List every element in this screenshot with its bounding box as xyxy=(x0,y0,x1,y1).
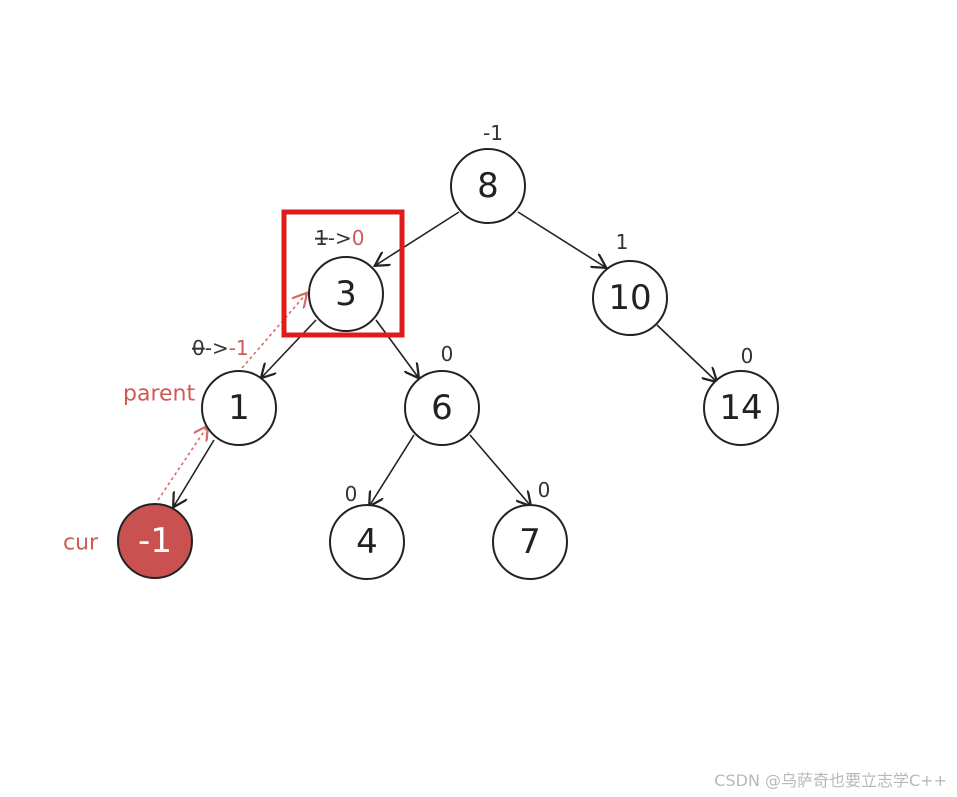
node-1: 1 xyxy=(201,370,277,446)
dashed-parent-to-grandparent xyxy=(241,294,306,369)
bf-8: -1 xyxy=(483,121,503,145)
node-14: 14 xyxy=(703,370,779,446)
node-3: 3 xyxy=(308,256,384,332)
edge-8-3 xyxy=(376,211,460,265)
edge-6-7 xyxy=(469,434,530,505)
bf-1-old: 0 xyxy=(192,336,205,360)
svg-text:0->-1: 0->-1 xyxy=(192,336,249,360)
edge-1-m1 xyxy=(174,439,215,506)
node-6: 6 xyxy=(404,370,480,446)
highlight-box xyxy=(281,209,405,338)
node-label: 1 xyxy=(228,388,250,428)
parent-label: parent xyxy=(123,382,195,407)
bf-1: 0->-1 xyxy=(192,336,249,360)
node-label: 14 xyxy=(719,388,762,428)
bf-1-arrow: -> xyxy=(205,336,229,360)
bf-6: 0 xyxy=(441,342,454,366)
bf-3: 1->0 xyxy=(315,226,364,250)
bf-3-new: 0 xyxy=(352,226,365,250)
svg-text:1->0: 1->0 xyxy=(315,226,364,250)
cur-label: cur xyxy=(63,531,99,556)
bf-10: 1 xyxy=(616,230,629,254)
node-minus-1: -1 xyxy=(117,503,193,579)
bf-14: 0 xyxy=(741,344,754,368)
edge-8-10 xyxy=(517,211,605,267)
bf-7: 0 xyxy=(538,478,551,502)
edge-3-6 xyxy=(375,319,418,377)
node-label: 10 xyxy=(608,278,651,318)
node-label: 4 xyxy=(356,522,378,562)
node-label: 8 xyxy=(477,166,499,206)
node-4: 4 xyxy=(329,504,405,580)
edge-3-1 xyxy=(262,319,317,377)
edge-10-14 xyxy=(656,324,716,381)
node-8: 8 xyxy=(450,148,526,224)
node-10: 10 xyxy=(592,260,668,336)
node-label: 6 xyxy=(431,388,453,428)
bf-3-arrow: -> xyxy=(328,226,352,250)
watermark: CSDN @乌萨奇也要立志学C++ xyxy=(714,771,947,790)
node-label: 3 xyxy=(335,274,357,314)
bf-1-new: -1 xyxy=(229,336,249,360)
node-label: -1 xyxy=(138,521,172,561)
node-7: 7 xyxy=(492,504,568,580)
edge-6-4 xyxy=(370,434,415,505)
node-label: 7 xyxy=(519,522,541,562)
bf-3-old: 1 xyxy=(315,226,328,250)
dashed-cur-to-parent xyxy=(157,427,207,501)
bf-4: 0 xyxy=(345,482,358,506)
